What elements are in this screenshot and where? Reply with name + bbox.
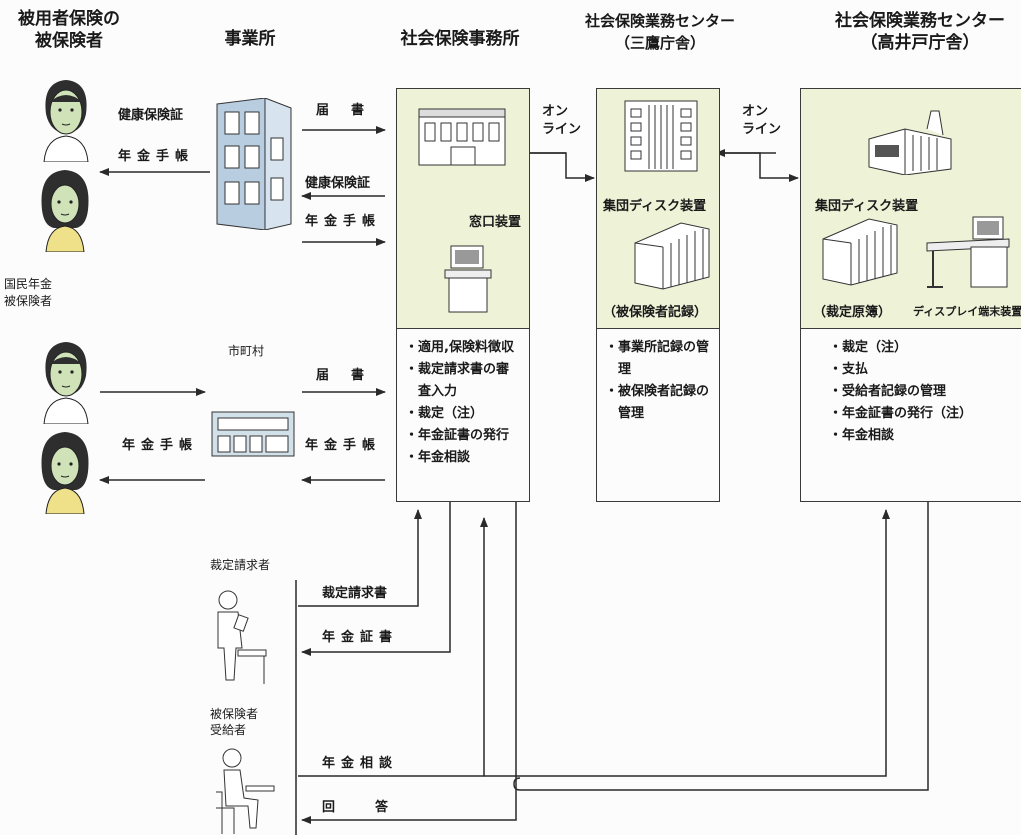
takaido-task-list: ・裁定（注） ・支払 ・受給者記録の管理 ・年金証書の発行（注） ・年金相談 bbox=[801, 329, 1021, 447]
header-office: 事業所 bbox=[205, 28, 295, 50]
office-building-icon bbox=[213, 98, 295, 230]
label-health-card-left: 健康保険証 bbox=[118, 104, 183, 123]
label-municipality: 市町村 bbox=[228, 342, 264, 359]
list-item: ・年金相談 bbox=[405, 447, 529, 469]
label-health-card-right: 健康保険証 bbox=[305, 172, 370, 191]
list-item: ・受給者記録の管理 bbox=[829, 381, 1021, 403]
label-notification-2: 届書 bbox=[316, 364, 386, 383]
mitaka-equipment-panel: 集団ディスク装置 （被保険者記録） bbox=[597, 89, 719, 329]
label-claimant: 裁定請求者 bbox=[210, 556, 270, 573]
list-item: ・支払 bbox=[829, 359, 1021, 381]
label-insured-recipient: 被保険者 受給者 bbox=[210, 706, 258, 738]
person-woman-icon bbox=[36, 428, 94, 514]
window-terminal-icon bbox=[443, 244, 493, 314]
takaido-equipment-panel: 集団ディスク装置 （裁定原簿） ディスプレイ端末装置 bbox=[801, 89, 1021, 329]
list-item: 管理 bbox=[605, 403, 719, 425]
label-insured-records: （被保険者記録） bbox=[603, 301, 707, 320]
list-item: ・被保険者記録の bbox=[605, 381, 719, 403]
label-pension-cert: 年金証書 bbox=[322, 626, 398, 645]
label-window-device: 窓口装置 bbox=[469, 211, 521, 230]
sso-box: 窓口装置 ・適用,保険料徴収 ・裁定請求書の審 査入力 ・裁定（注） ・年金証書… bbox=[396, 88, 530, 502]
person-woman-icon bbox=[36, 166, 94, 252]
list-item: ・裁定（注） bbox=[829, 337, 1021, 359]
sso-building-icon bbox=[417, 107, 507, 167]
list-item: ・事業所記録の管 bbox=[605, 337, 719, 359]
label-online-1: オン ライン bbox=[542, 103, 581, 139]
person-man-icon bbox=[38, 74, 94, 162]
claimant-person-icon bbox=[208, 588, 268, 684]
sso-equipment-panel: 窓口装置 bbox=[397, 89, 529, 329]
label-consultation: 年金相談 bbox=[322, 752, 398, 771]
mitaka-building-icon bbox=[623, 99, 699, 173]
label-claim-form: 裁定請求書 bbox=[322, 582, 387, 601]
label-disk-device-mitaka: 集団ディスク装置 bbox=[603, 195, 706, 214]
label-kokumin: 国民年金 被保険者 bbox=[4, 276, 52, 310]
mitaka-task-list: ・事業所記録の管 理 ・被保険者記録の 管理 bbox=[597, 329, 719, 425]
disk-storage-icon bbox=[819, 217, 899, 287]
label-disk-device-takaido: 集団ディスク装置 bbox=[815, 195, 918, 214]
sso-task-list: ・適用,保険料徴収 ・裁定請求書の審 査入力 ・裁定（注） ・年金証書の発行 ・… bbox=[397, 329, 529, 469]
label-online-2: オン ライン bbox=[742, 103, 781, 139]
takaido-box: 集団ディスク装置 （裁定原簿） ディスプレイ端末装置 ・裁定（注） ・支払 ・受… bbox=[800, 88, 1021, 502]
label-notification-1: 届書 bbox=[316, 99, 386, 118]
list-item: ・適用,保険料徴収 bbox=[405, 337, 529, 359]
display-terminal-icon bbox=[923, 215, 1013, 289]
header-takaido: 社会保険業務センター （高井戸庁舎） bbox=[815, 10, 1021, 54]
list-item: ・年金証書の発行 bbox=[405, 425, 529, 447]
mainframe-icon bbox=[865, 109, 955, 175]
list-item: 査入力 bbox=[405, 381, 529, 403]
header-sso: 社会保険事務所 bbox=[385, 28, 535, 50]
label-display-terminal: ディスプレイ端末装置 bbox=[913, 303, 1021, 319]
label-ruling-ledger: （裁定原簿） bbox=[813, 301, 891, 320]
disk-storage-icon bbox=[631, 221, 711, 291]
mitaka-box: 集団ディスク装置 （被保険者記録） ・事業所記録の管 理 ・被保険者記録の 管理 bbox=[596, 88, 720, 502]
list-item: ・年金証書の発行（注） bbox=[829, 403, 1021, 425]
label-pension-book-right: 年金手帳 bbox=[305, 210, 381, 229]
header-employee-insured: 被用者保険の 被保険者 bbox=[4, 8, 134, 52]
list-item: 理 bbox=[605, 359, 719, 381]
list-item: ・裁定（注） bbox=[405, 403, 529, 425]
municipality-building-icon bbox=[210, 408, 296, 458]
label-pension-book-kokumin-left: 年金手帳 bbox=[122, 434, 198, 453]
list-item: ・年金相談 bbox=[829, 425, 1021, 447]
person-man-icon bbox=[38, 336, 94, 424]
list-item: ・裁定請求書の審 bbox=[405, 359, 529, 381]
label-pension-book-kokumin-right: 年金手帳 bbox=[305, 434, 381, 453]
label-answer: 回答 bbox=[322, 796, 428, 815]
header-mitaka: 社会保険業務センター （三鷹庁舎） bbox=[580, 10, 740, 54]
recipient-person-icon bbox=[206, 748, 276, 835]
label-pension-book-left: 年金手帳 bbox=[118, 145, 194, 164]
